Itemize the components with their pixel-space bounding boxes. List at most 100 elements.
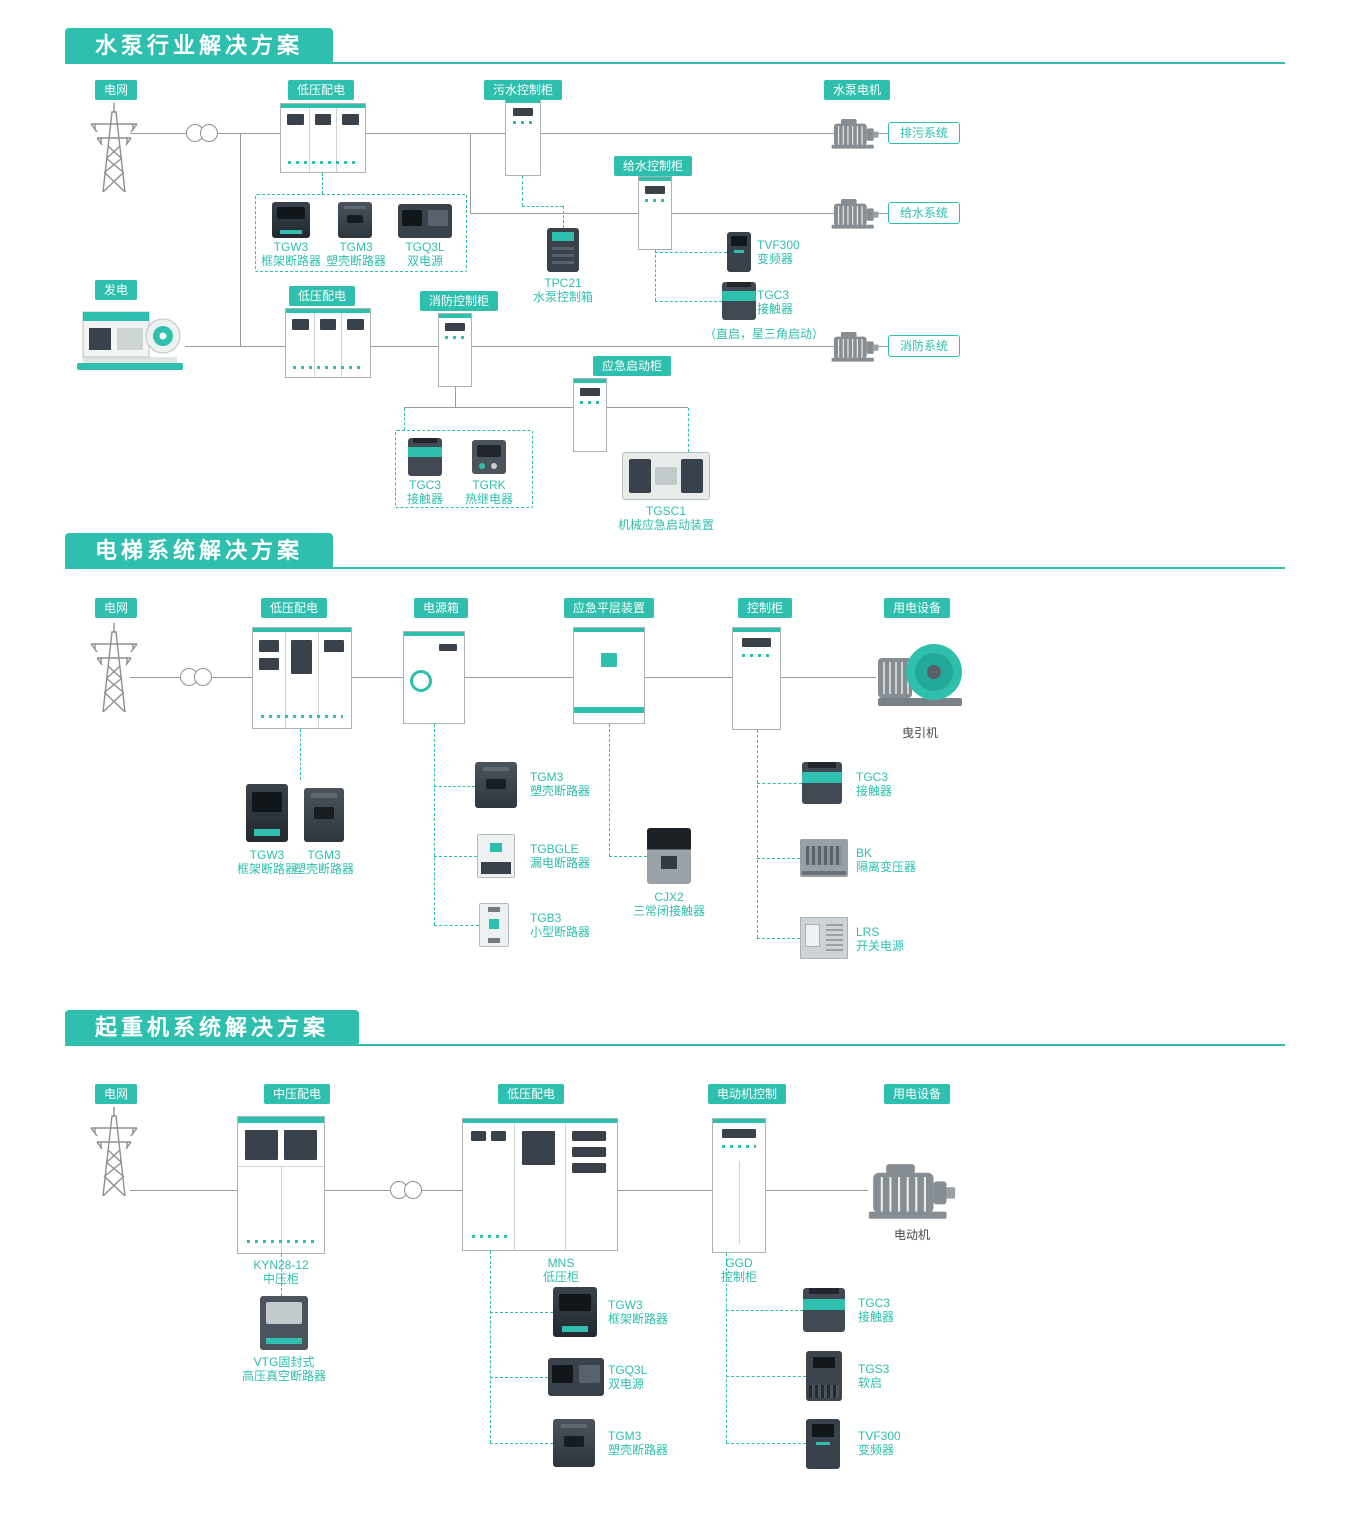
- product-label: TGQ3L 双电源: [395, 240, 455, 268]
- miniature-breaker-icon: [479, 903, 509, 947]
- product-label: LRS 开关电源: [856, 925, 904, 953]
- emergency-start-cabinet-icon: [573, 378, 607, 452]
- section-rule: [65, 1044, 1285, 1046]
- product-label: TGC3 接触器: [858, 1296, 894, 1324]
- product-name: TVF300: [757, 238, 800, 252]
- product-name: TGC3: [858, 1296, 891, 1310]
- node-label-power-box: 电源箱: [414, 598, 469, 618]
- product-desc: 小型断路器: [530, 925, 591, 939]
- product-label: TGM3 塑壳断路器: [293, 848, 355, 876]
- lv-switchgear-cabinet-icon: [280, 103, 366, 173]
- node-label-leveling-device: 应急平层装置: [564, 598, 655, 618]
- product-desc: 机械应急启动装置: [617, 518, 714, 532]
- node-label-water-cabinet: 给水控制柜: [614, 156, 693, 176]
- emergency-leveling-device-icon: [573, 627, 645, 724]
- product-label: TGW3 框架断路器: [254, 240, 328, 268]
- section-title-crane: 起重机系统解决方案: [65, 1010, 360, 1046]
- product-name: GGD: [725, 1256, 753, 1270]
- node-label-load: 用电设备: [884, 1084, 951, 1104]
- product-desc: 漏电断路器: [530, 856, 591, 870]
- product-desc: 接触器: [856, 784, 893, 798]
- motor-label: 电动机: [893, 1228, 930, 1242]
- product-label: MNS 低压柜: [526, 1256, 596, 1284]
- section-rule: [65, 567, 1285, 569]
- connector-line: [404, 407, 688, 408]
- mechanical-emergency-start-icon: [622, 452, 710, 500]
- connector-line: [240, 133, 241, 346]
- section-rule: [65, 62, 1285, 64]
- product-name: MNS: [547, 1256, 575, 1270]
- motor-icon: [866, 1156, 958, 1224]
- connector-line: [130, 677, 876, 678]
- product-label: TGB3 小型断路器: [530, 911, 590, 939]
- lv-switchgear-cabinet-icon: [285, 308, 371, 378]
- product-desc: 接触器: [406, 492, 443, 506]
- product-group-box: [395, 430, 533, 508]
- product-label: KYN28-12 中压柜: [245, 1258, 317, 1286]
- product-label: TGC3 接触器: [856, 770, 892, 798]
- product-name: TGQ3L: [405, 240, 445, 254]
- product-name: VTG固封式: [253, 1355, 315, 1369]
- dashed-connector: [655, 252, 727, 253]
- product-desc: 接触器: [858, 1310, 895, 1324]
- dashed-connector: [434, 786, 475, 787]
- molded-case-breaker-icon: [304, 788, 344, 842]
- node-label-sewage-cabinet: 污水控制柜: [484, 80, 563, 100]
- mv-switchgear-cabinet-icon: [237, 1116, 325, 1254]
- system-badge-fire: 消防系统: [888, 335, 961, 357]
- start-mode-note: （直启，星三角启动）: [704, 327, 825, 341]
- dashed-connector: [322, 173, 323, 194]
- product-name: BK: [856, 846, 873, 860]
- product-desc: 变频器: [757, 252, 794, 266]
- dashed-connector: [726, 1376, 806, 1377]
- product-desc: 塑壳断路器: [325, 254, 386, 268]
- dashed-connector: [490, 1312, 553, 1313]
- dual-power-switch-icon: [548, 1358, 604, 1396]
- switching-power-supply-icon: [800, 917, 848, 959]
- dashed-connector: [490, 1377, 548, 1378]
- product-name: TGM3: [530, 770, 564, 784]
- product-label: TGM3 塑壳断路器: [530, 770, 590, 798]
- product-desc: 双电源: [608, 1377, 645, 1391]
- dashed-connector: [726, 1253, 727, 1443]
- product-name: TGW3: [273, 240, 309, 254]
- thermal-relay-icon: [472, 440, 506, 474]
- molded-case-breaker-icon: [553, 1419, 595, 1467]
- product-desc: 塑壳断路器: [608, 1443, 669, 1457]
- traction-machine-icon: [874, 636, 966, 712]
- product-desc: 软启: [858, 1376, 883, 1390]
- product-label: TGC3 接触器: [398, 478, 452, 506]
- product-label: TGM3 塑壳断路器: [608, 1429, 668, 1457]
- contactor-icon: [803, 1288, 845, 1332]
- product-name: TGQ3L: [608, 1363, 648, 1377]
- product-name: TGBGLE: [530, 842, 579, 856]
- product-name: KYN28-12: [253, 1258, 309, 1272]
- node-label-grid: 电网: [95, 80, 138, 100]
- node-label-control-cabinet: 控制柜: [738, 598, 793, 618]
- product-desc: 水泵控制箱: [532, 290, 593, 304]
- dashed-connector: [609, 724, 610, 856]
- dashed-connector: [300, 729, 301, 780]
- product-name: TGC3: [757, 288, 790, 302]
- dashed-connector: [434, 925, 479, 926]
- soft-starter-icon: [806, 1351, 842, 1401]
- frame-breaker-icon: [272, 202, 310, 238]
- vfd-icon: [727, 232, 751, 272]
- system-badge-water: 给水系统: [888, 202, 961, 224]
- product-name: TGW3: [249, 848, 285, 862]
- dashed-connector: [522, 176, 523, 206]
- residual-current-breaker-icon: [477, 834, 515, 878]
- product-label: TVF300 变频器: [858, 1429, 901, 1457]
- dashed-connector: [655, 301, 722, 302]
- product-name: LRS: [856, 925, 880, 939]
- product-label: TPC21 水泵控制箱: [516, 276, 610, 304]
- dashed-connector: [563, 206, 564, 228]
- product-label: TGC3 接触器: [757, 288, 793, 316]
- molded-case-breaker-icon: [338, 202, 372, 238]
- control-cabinet-icon: [732, 627, 781, 730]
- product-label: TGBGLE 漏电断路器: [530, 842, 590, 870]
- product-group-box: [255, 194, 467, 272]
- connector-line: [470, 213, 890, 214]
- generator-icon: [75, 300, 185, 372]
- section-title-pump: 水泵行业解决方案: [65, 28, 334, 64]
